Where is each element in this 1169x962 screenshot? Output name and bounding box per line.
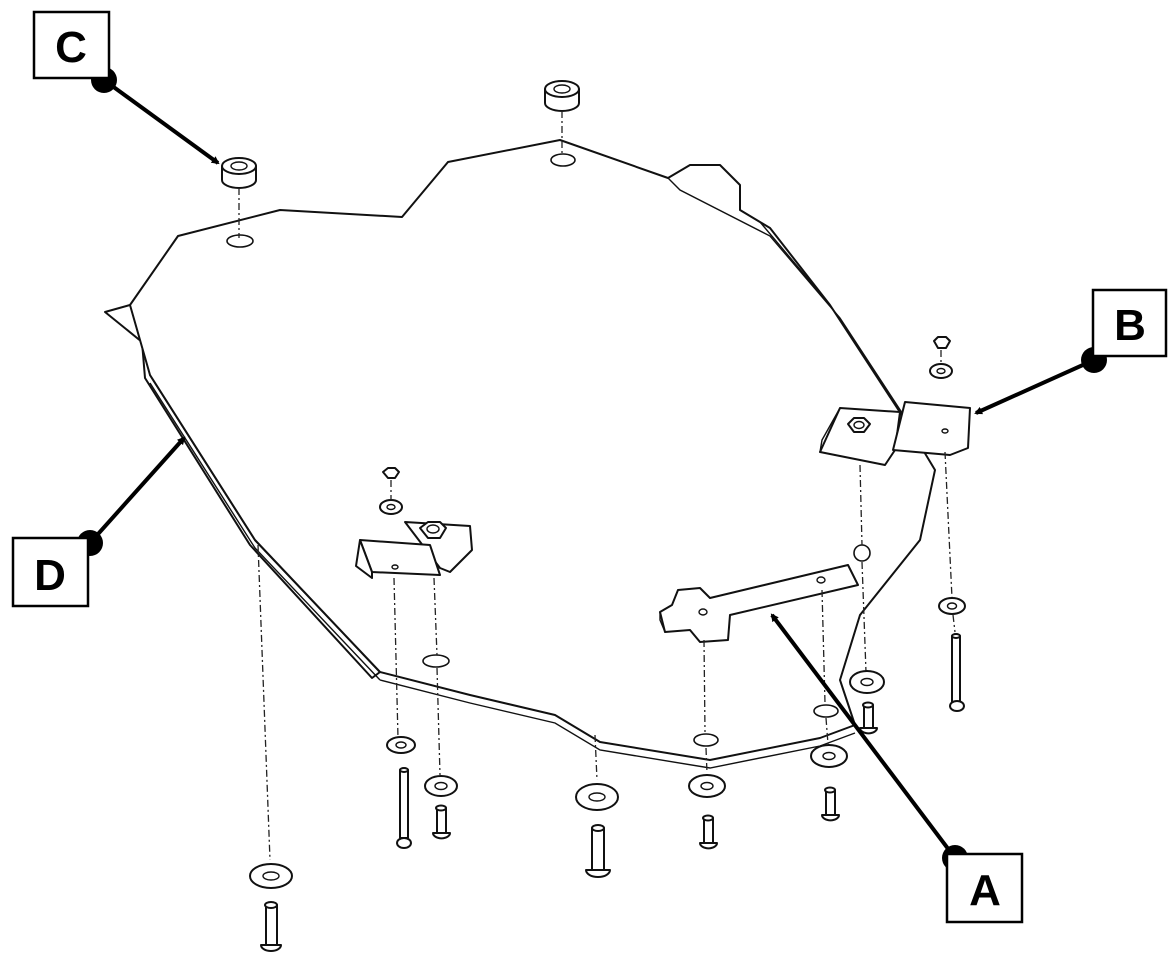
callout-label-d: D (34, 551, 66, 600)
washer-bolt-1 (249, 863, 293, 889)
callout-leader-d (77, 436, 186, 556)
bracket-bar (659, 564, 859, 643)
plate-hole (226, 234, 254, 248)
bolt-2 (396, 767, 412, 849)
callout-label-c: C (55, 23, 87, 72)
plate-hole (853, 544, 871, 562)
callout-d: D (11, 536, 90, 608)
spacer-left (221, 157, 257, 189)
plate-hole (422, 654, 450, 668)
callout-leader-a (770, 613, 968, 871)
bracket-left (355, 521, 473, 579)
callout-a: A (945, 852, 1024, 924)
washer-left (379, 499, 403, 515)
callout-b: B (1091, 288, 1168, 358)
skid-plate (104, 139, 936, 769)
bolt-7 (859, 701, 878, 735)
callout-leader-b (974, 347, 1107, 415)
washer-bolt-2 (386, 736, 416, 754)
bolt-5 (699, 814, 718, 850)
main-plate (129, 139, 936, 761)
plate-hole (813, 704, 839, 718)
washer-bolt-5 (688, 774, 726, 798)
callout-leader-c (91, 67, 220, 165)
bolt-8 (949, 633, 965, 712)
callout-label-a: A (969, 866, 1001, 915)
nut-left (382, 467, 400, 479)
callout-c: C (32, 10, 111, 80)
washer-bolt-8 (938, 597, 966, 615)
bolt-3 (432, 804, 451, 840)
callout-label-b: B (1114, 301, 1146, 350)
washer-right (929, 363, 953, 379)
bracket-right (819, 401, 971, 466)
washer-bolt-6 (810, 744, 848, 768)
washer-bolt-3 (424, 775, 458, 797)
washer-bolt-7 (849, 670, 885, 694)
nut-right (933, 336, 951, 349)
bolt-1 (260, 901, 282, 952)
bolt-4 (585, 824, 611, 878)
washer-bolt-4 (575, 783, 619, 811)
plate-hole (550, 153, 576, 167)
bolt-6 (821, 786, 840, 822)
plate-hole (693, 733, 719, 747)
spacer-center (544, 80, 580, 112)
